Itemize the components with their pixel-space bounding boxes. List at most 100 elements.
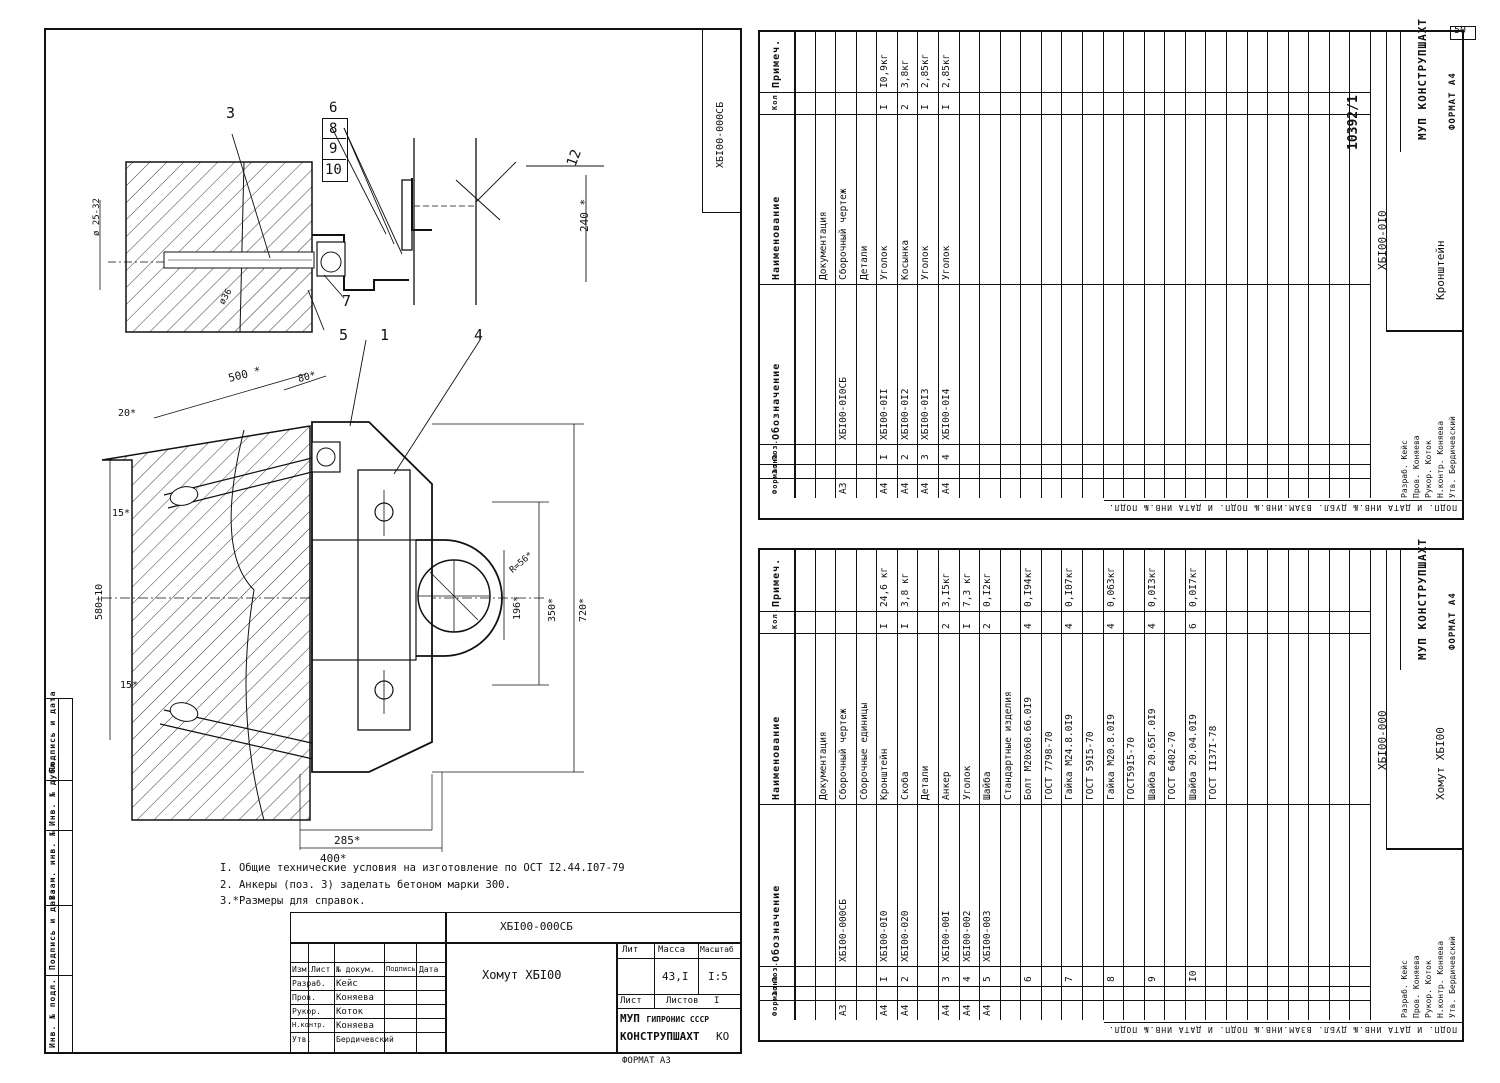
dim-400: 400* <box>320 852 347 865</box>
bottom-cell-note: 0,I07кг <box>1064 566 1076 607</box>
bottom-cell-name: ГОСТ 59I5-70 <box>1085 731 1096 801</box>
row-line <box>1205 550 1207 1020</box>
row-line <box>1328 550 1330 1020</box>
top-roles-5: Утв. Бердичевский <box>1448 416 1457 498</box>
top-cell-fmt: А4 <box>920 482 932 494</box>
top-cell-code: ХБI00-0I2 <box>899 388 911 440</box>
top-spec-org: МУП КОНСТРУПШАХТ <box>1416 18 1429 140</box>
bottom-cell-code: ХБI00-00I <box>941 910 952 962</box>
bottom-cell-name: ГОСТ59I5-70 <box>1126 737 1138 801</box>
row-line <box>1040 32 1042 498</box>
dim-15-bottom: 15* <box>120 680 139 691</box>
pos-label-3: 3 <box>226 104 236 122</box>
band-line <box>760 478 1370 480</box>
vertical-code-box <box>702 30 741 213</box>
row-line <box>1308 550 1310 1020</box>
top-header-code: Обозначение <box>771 362 782 440</box>
dim-240: 240 * <box>578 198 591 232</box>
row-line <box>1349 550 1351 1020</box>
bottom-header-fmt: Формат <box>771 984 779 1016</box>
bottom-cell-note: 0,I2кг <box>982 572 994 607</box>
bottom-cell-note: 0,063кг <box>1105 566 1117 607</box>
sheets-value: I <box>714 996 720 1006</box>
top-roles-2: Пров. Коняева <box>1412 435 1421 498</box>
bottom-roles-3: Рукор. Коток <box>1424 960 1433 1018</box>
top-spec-number: 10392/1 <box>1346 95 1361 150</box>
pos-label-7: 7 <box>342 292 352 310</box>
mass-value: 43,I <box>662 970 689 983</box>
band-line <box>760 92 1370 94</box>
bottom-cell-note: 3,I5кг <box>941 572 952 607</box>
row-line <box>814 32 816 498</box>
row-line <box>1267 32 1269 498</box>
bottom-cell-qty: 2 <box>982 622 994 629</box>
row-line <box>855 32 857 498</box>
row-line <box>1184 32 1186 498</box>
top-spec-name: Кронштейн <box>1434 240 1447 300</box>
row-line <box>1184 550 1186 1020</box>
right-top-spec-sheet <box>758 30 1464 520</box>
top-stamp-strip <box>1104 500 1462 519</box>
top-cell-pos: 2 <box>899 454 911 460</box>
bottom-cell-qty: 4 <box>1146 622 1158 629</box>
bottom-cell-note: 0,0I7кг <box>1187 566 1199 607</box>
bottom-cell-name: Гайка М20.8.0I9 <box>1105 714 1117 801</box>
row-line <box>896 550 898 1020</box>
row-line <box>876 32 878 498</box>
bottom-cell-name: Стандартные изделия <box>1002 691 1014 801</box>
top-cell-note: 2,85кг <box>941 53 952 88</box>
bottom-cell-name: Гайка М24.8.0I9 <box>1064 714 1076 801</box>
row-line <box>1143 550 1145 1020</box>
bottom-cell-pos: 6 <box>1023 975 1035 982</box>
row-line <box>835 32 837 498</box>
dim-196: 196* <box>512 595 523 620</box>
row-line <box>1287 550 1289 1020</box>
bottom-cell-pos: 7 <box>1064 975 1076 982</box>
role-ruk: Рукор. <box>292 1007 321 1016</box>
bottom-cell-fmt: А4 <box>961 1004 973 1016</box>
row-line <box>1226 550 1227 1020</box>
row-line <box>1267 550 1269 1020</box>
role-hdr-5: Дата <box>419 965 439 974</box>
bottom-cell-name: Кронштейн <box>879 748 891 801</box>
top-cell-qty: I <box>920 104 932 110</box>
right-bottom-spec-sheet <box>758 548 1464 1042</box>
band-line <box>760 284 1370 286</box>
side-stamp-column <box>46 698 73 1054</box>
row-line <box>1328 32 1330 498</box>
row-line <box>1123 32 1125 498</box>
row-line <box>1246 550 1248 1020</box>
bottom-cell-fmt: А4 <box>879 1004 891 1016</box>
bottom-cell-name: Анкер <box>941 771 952 801</box>
top-cell-name: Уголок <box>879 245 891 280</box>
sheet-label: Лист <box>620 996 642 1006</box>
row-line <box>1164 550 1166 1020</box>
bottom-cell-name: Документация <box>817 731 829 801</box>
top-cell-note: 2,85кг <box>920 53 932 88</box>
bottom-spec-name: Хомут ХБI00 <box>1434 727 1447 800</box>
bottom-stamp-text: ПОДП. И ДАТА ИНВ.№ ДУБЛ. ВЗАМ.ИНВ.№ ПОДП… <box>1108 1025 1457 1034</box>
sheets-label: Листов <box>666 996 699 1006</box>
role-utv: Утв. <box>292 1035 312 1044</box>
bottom-cell-pos: 4 <box>961 975 973 982</box>
hdr-scale: Масштаб <box>700 945 734 954</box>
bottom-cell-fmt: А4 <box>982 1004 994 1016</box>
bottom-cell-note: 3,8 кг <box>899 572 911 607</box>
row-line <box>1226 32 1227 498</box>
top-cell-code: ХБI00-0I3 <box>920 388 932 440</box>
row-line <box>1082 32 1083 498</box>
top-spec-title-area <box>1370 32 1463 498</box>
row-line <box>1164 32 1166 498</box>
bottom-cell-qty: 6 <box>1187 622 1199 629</box>
title-block <box>290 912 742 1054</box>
row-line <box>1020 32 1022 498</box>
top-cell-name: Сборочный чертеж <box>838 188 850 280</box>
bottom-cell-pos: I <box>879 975 891 982</box>
org-ko: КО <box>716 1030 730 1043</box>
bottom-cell-name: Болт М20х60.66.0I9 <box>1023 697 1035 801</box>
row-line <box>958 32 960 498</box>
name-ruk: Коток <box>336 1007 364 1017</box>
bottom-cell-fmt: А3 <box>838 1004 850 1016</box>
row-line <box>999 32 1001 498</box>
